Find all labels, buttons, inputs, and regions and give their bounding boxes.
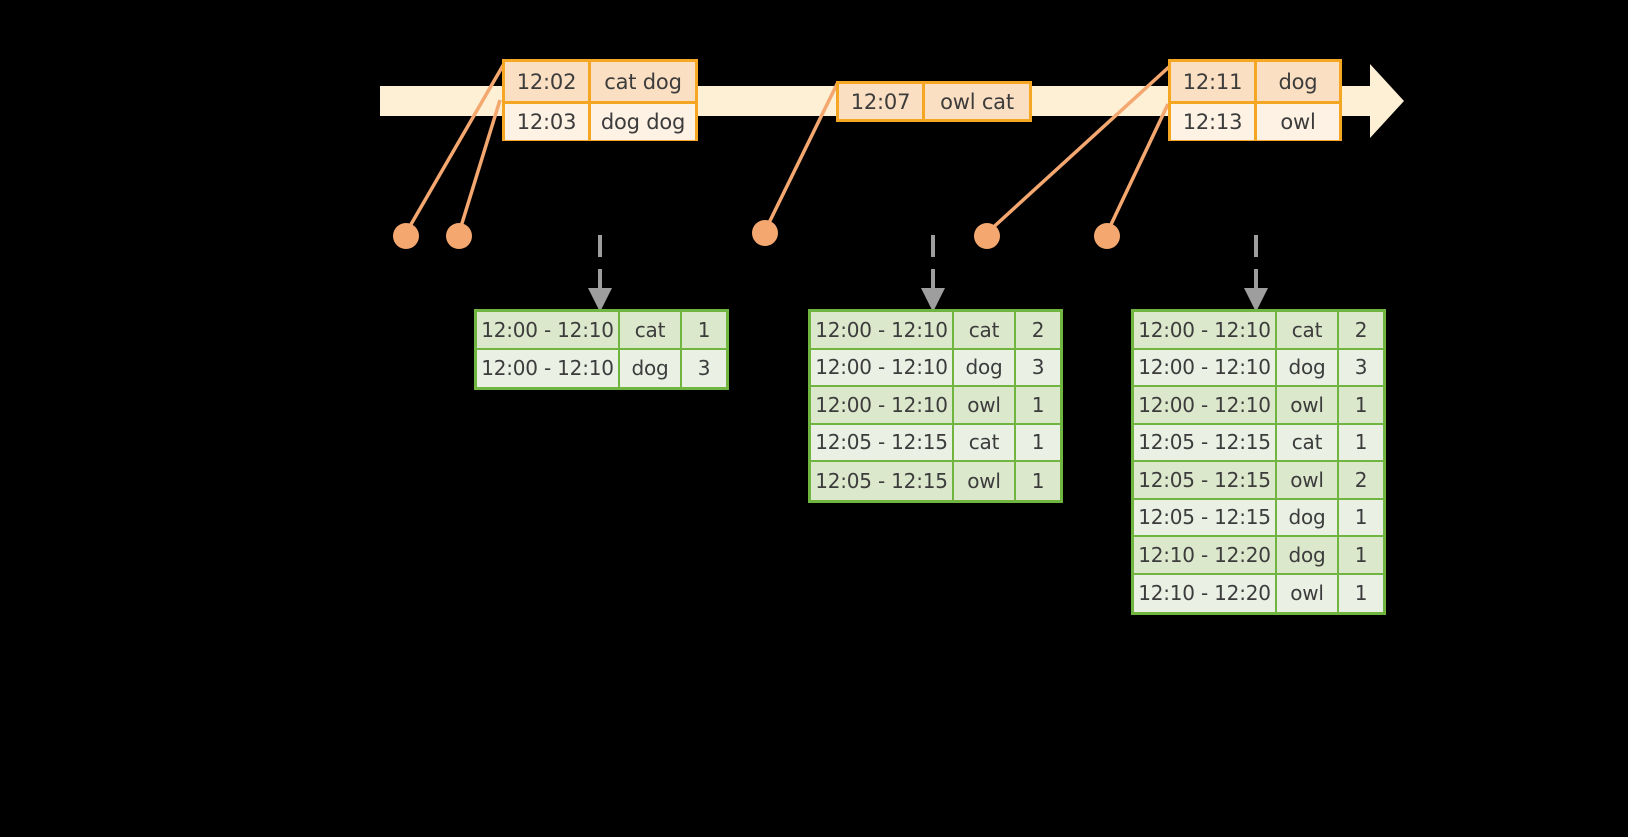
event-dot-1211: [974, 223, 1000, 249]
key-cell: owl: [1277, 462, 1339, 500]
window-cell: 12:00 - 12:10: [1134, 312, 1277, 350]
event-value: owl cat: [940, 89, 1014, 114]
count-cell: 1: [1016, 387, 1060, 425]
connector-line-1207: [763, 81, 840, 232]
event-row[interactable]: 12:03 dog dog: [505, 101, 695, 140]
event-row[interactable]: 12:11 dog: [1171, 62, 1339, 101]
event-value: owl: [1280, 110, 1316, 134]
event-dot-1207: [752, 220, 778, 246]
count-cell: 1: [1354, 581, 1368, 606]
count-cell: 3: [697, 356, 711, 381]
event-value: dog dog: [600, 110, 686, 134]
window-cell: 12:05 - 12:15: [1134, 462, 1277, 500]
event-group-3[interactable]: 12:11 dog 12:13 owl: [1168, 59, 1342, 141]
key-cell: cat: [620, 312, 682, 350]
count-cell: 1: [682, 312, 726, 350]
dashed-arrow-2: [921, 235, 945, 312]
event-row[interactable]: 12:13 owl: [1171, 101, 1339, 140]
window-cell: 12:00 - 12:10: [811, 387, 954, 425]
event-dot-1203: [446, 223, 472, 249]
event-group-2[interactable]: 12:07 owl cat: [836, 81, 1032, 122]
count-cell: 2: [1339, 462, 1383, 500]
event-dot-1213: [1094, 223, 1120, 249]
key-cell: owl: [954, 462, 1016, 500]
dashed-arrow-1: [588, 235, 612, 312]
key-cell: dog: [1277, 537, 1339, 575]
key-cell: cat: [954, 312, 1016, 350]
event-value: dog: [1278, 69, 1318, 94]
key-cell: cat: [1277, 312, 1339, 350]
event-time: 12:02: [505, 62, 591, 101]
event-value: cat dog: [604, 69, 682, 94]
window-cell: 12:10 - 12:20: [1134, 537, 1277, 575]
dashed-arrow-3: [1244, 235, 1268, 312]
event-row[interactable]: 12:07 owl cat: [839, 84, 1029, 119]
event-time: 12:11: [1171, 62, 1257, 101]
connector-line-1202: [404, 61, 507, 234]
key-cell: dog: [1277, 499, 1339, 537]
count-cell: 3: [1016, 350, 1060, 387]
count-cell: 1: [1016, 425, 1060, 462]
event-group-1[interactable]: 12:02 cat dog 12:03 dog dog: [502, 59, 698, 141]
key-cell: owl: [1277, 387, 1339, 425]
window-cell: 12:00 - 12:10: [1134, 349, 1277, 387]
count-cell: 1: [1339, 387, 1383, 425]
event-dot-1202: [393, 223, 419, 249]
window-cell: 12:00 - 12:10: [477, 312, 620, 350]
event-time: 12:13: [1171, 104, 1257, 140]
key-cell: cat: [1277, 424, 1339, 462]
window-cell: 12:00 - 12:10: [477, 349, 620, 387]
key-cell: dog: [1277, 349, 1339, 387]
event-time: 12:07: [839, 84, 925, 119]
connector-line-1213: [1105, 103, 1170, 234]
key-cell: cat: [954, 424, 1016, 462]
event-row[interactable]: 12:02 cat dog: [505, 62, 695, 101]
key-cell: dog: [620, 349, 682, 387]
count-cell: 3: [1339, 350, 1383, 387]
window-cell: 12:05 - 12:15: [1134, 424, 1277, 462]
window-cell: 12:00 - 12:10: [1134, 387, 1277, 425]
count-cell: 2: [1339, 312, 1383, 350]
connector-line-1203: [457, 99, 502, 234]
key-cell: owl: [1277, 574, 1339, 612]
key-cell: owl: [954, 387, 1016, 425]
count-cell: 2: [1016, 312, 1060, 350]
count-cell: 1: [1339, 537, 1383, 575]
window-cell: 12:00 - 12:10: [811, 312, 954, 350]
window-cell: 12:10 - 12:20: [1134, 574, 1277, 612]
count-cell: 1: [1339, 500, 1383, 537]
event-time: 12:03: [505, 104, 591, 140]
count-cell: 1: [1031, 468, 1045, 493]
window-cell: 12:05 - 12:15: [1134, 499, 1277, 537]
window-cell: 12:05 - 12:15: [811, 462, 954, 500]
count-cell: 1: [1339, 425, 1383, 462]
window-cell: 12:05 - 12:15: [811, 424, 954, 462]
key-cell: dog: [954, 349, 1016, 387]
window-cell: 12:00 - 12:10: [811, 349, 954, 387]
